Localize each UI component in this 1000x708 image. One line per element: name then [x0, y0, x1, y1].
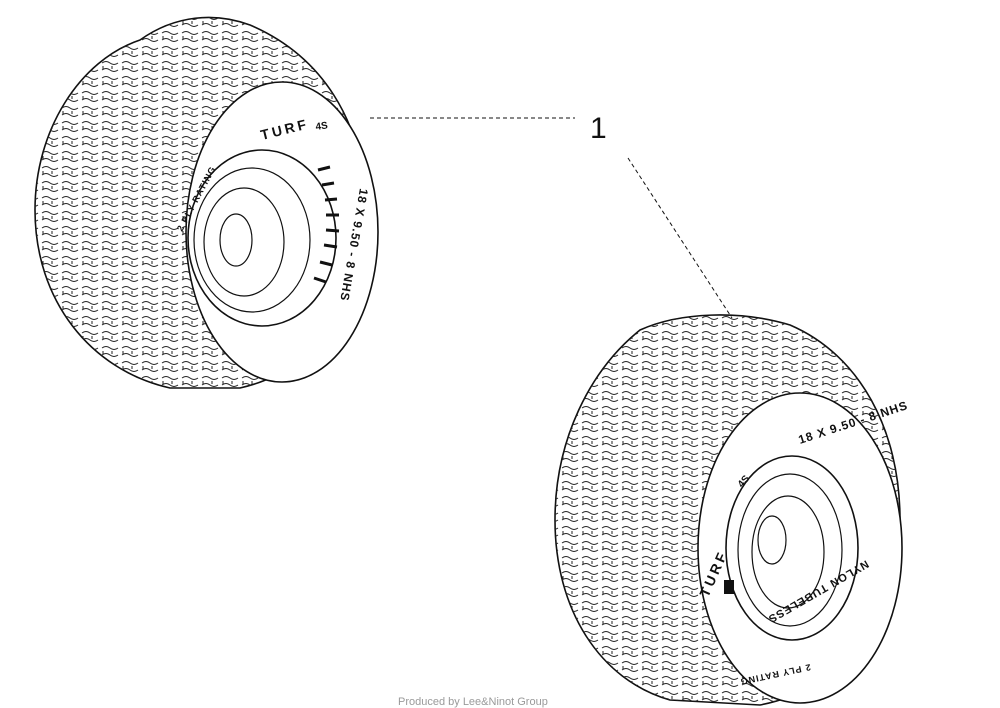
tire-lower-hub	[757, 515, 787, 565]
tire-lower-rim-outer	[725, 455, 859, 641]
tire-upper-rim-mid	[193, 167, 311, 313]
tire-upper: TURF 4S 2 PLY RATING 18 X 9.50 - 8 NHS	[34, 16, 379, 389]
tire-lower-valve-stem	[724, 580, 734, 594]
callout-number: 1	[590, 112, 607, 145]
tire-lower: 18 X 9.50 - 8 NHS TURF 4S NYLON TUBELESS…	[554, 314, 910, 706]
tire-upper-hub	[219, 213, 253, 267]
tire-lower-rim-inner	[751, 495, 825, 609]
tire-upper-bead-marks	[313, 165, 340, 284]
leader-line-lower	[627, 157, 733, 319]
tire-upper-code-text: 4S	[315, 120, 329, 133]
tire-lower-rim-mid	[737, 473, 843, 627]
footer-credit: Produced by Lee&Ninot Group	[398, 696, 548, 708]
tire-upper-rim-inner	[203, 187, 285, 297]
